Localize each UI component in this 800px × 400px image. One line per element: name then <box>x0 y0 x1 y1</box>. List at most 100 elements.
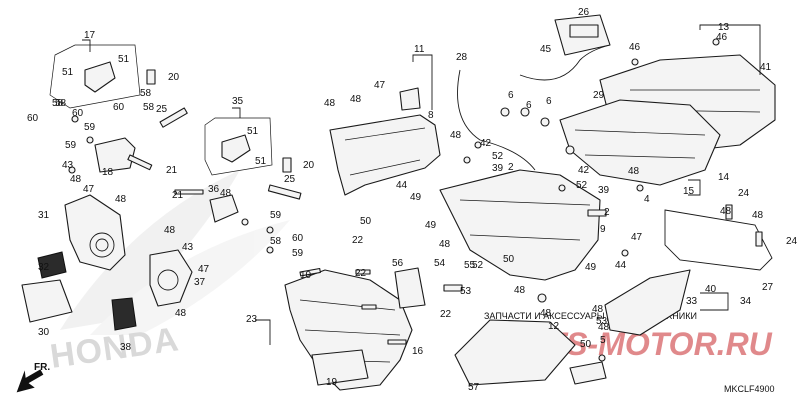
callout-25: 25 <box>156 104 168 115</box>
callout-44: 44 <box>615 260 627 271</box>
callout-48: 48 <box>115 194 127 205</box>
callout-2: 2 <box>604 207 610 218</box>
callout-50: 50 <box>503 254 515 265</box>
callout-48: 48 <box>175 308 187 319</box>
callout-47: 47 <box>374 80 386 91</box>
callout-20: 20 <box>168 72 180 83</box>
callout-53: 53 <box>596 316 608 327</box>
callout-38: 38 <box>120 342 132 353</box>
callout-51: 51 <box>255 156 267 167</box>
callout-47: 47 <box>198 264 210 275</box>
part-12-lower-panel <box>454 319 576 386</box>
callout-6: 6 <box>526 100 532 111</box>
part-36-bracket <box>209 194 239 223</box>
shop-watermark-top: ЗАПЧАСТИ И АКСЕССУАРЫ ДЛЯ МОТОТЕХНИКИ <box>484 311 697 321</box>
callout-19: 19 <box>326 377 338 388</box>
callout-36: 36 <box>208 184 220 195</box>
callout-48: 48 <box>324 98 336 109</box>
callout-48: 48 <box>514 285 526 296</box>
callout-48: 48 <box>450 130 462 141</box>
callout-52: 52 <box>492 151 504 162</box>
part-32-speaker-grille <box>37 251 67 279</box>
callout-42: 42 <box>578 165 590 176</box>
callout-37: 37 <box>194 277 206 288</box>
part-29-wire <box>519 44 611 81</box>
callout-48: 48 <box>220 188 232 199</box>
callout-59: 59 <box>84 122 96 133</box>
callout-21: 21 <box>172 190 184 201</box>
callout-48: 48 <box>628 166 640 177</box>
callout-48: 48 <box>598 322 610 333</box>
part-17-group <box>49 44 156 109</box>
callout-18: 18 <box>102 167 114 178</box>
callout-47: 47 <box>83 184 95 195</box>
callout-46: 46 <box>629 42 641 53</box>
part-30-panel <box>21 279 73 323</box>
callout-14: 14 <box>718 172 730 183</box>
callout-27: 27 <box>762 282 774 293</box>
callout-43: 43 <box>62 160 74 171</box>
part-6-lid-inner <box>559 99 721 186</box>
callout-20: 20 <box>303 160 315 171</box>
callout-53: 53 <box>460 286 472 297</box>
part-10-strip <box>299 267 407 345</box>
callout-52: 52 <box>576 180 588 191</box>
callout-60: 60 <box>72 108 84 119</box>
callout-48: 48 <box>540 308 552 319</box>
part-26-bracket <box>554 14 611 56</box>
fasteners <box>68 38 720 362</box>
callout-10: 10 <box>300 270 312 281</box>
callout-25: 25 <box>284 174 296 185</box>
callout-48: 48 <box>70 174 82 185</box>
callout-48: 48 <box>592 304 604 315</box>
part-33-side-cover <box>604 269 691 336</box>
callout-50: 50 <box>360 216 372 227</box>
callout-59: 59 <box>65 140 77 151</box>
callout-58: 58 <box>55 98 67 109</box>
callout-44: 44 <box>396 180 408 191</box>
callout-35: 35 <box>232 96 244 107</box>
callout-39: 39 <box>598 185 610 196</box>
bolts-left <box>159 107 302 200</box>
part-31-inner-panel <box>64 194 126 271</box>
callout-58: 58 <box>52 98 64 109</box>
callout-51: 51 <box>62 67 74 78</box>
callout-60: 60 <box>292 233 304 244</box>
callout-59: 59 <box>270 210 282 221</box>
front-direction-label: FR. <box>34 362 50 373</box>
callout-24: 24 <box>738 188 750 199</box>
part-18-bracket <box>94 137 153 173</box>
callout-32: 32 <box>38 262 50 273</box>
callout-49: 49 <box>425 220 437 231</box>
callout-55: 55 <box>464 260 476 271</box>
callout-49: 49 <box>585 262 597 273</box>
callout-45: 45 <box>540 44 552 55</box>
callout-39: 39 <box>492 163 504 174</box>
callout-6: 6 <box>546 96 552 107</box>
part-37-inner-panel <box>149 249 193 307</box>
part-8-inner-cover <box>329 87 441 196</box>
callout-52: 52 <box>472 260 484 271</box>
callout-23: 23 <box>246 314 258 325</box>
callout-59: 59 <box>292 248 304 259</box>
callout-34: 34 <box>740 296 752 307</box>
callout-4: 4 <box>644 194 650 205</box>
front-direction-arrow: FR. <box>16 362 50 393</box>
callout-31: 31 <box>38 210 50 221</box>
callout-50: 50 <box>580 339 592 350</box>
callout-40: 40 <box>705 284 717 295</box>
part-28-cable <box>457 69 536 171</box>
callout-26: 26 <box>578 7 590 18</box>
part-57-latch <box>569 361 607 385</box>
part-9-trunk-shell <box>439 169 607 281</box>
part-35-group <box>204 117 292 176</box>
callout-29: 29 <box>593 90 605 101</box>
callout-2: 2 <box>508 162 514 173</box>
callout-48: 48 <box>752 210 764 221</box>
callout-48: 48 <box>720 206 732 217</box>
part-23-frame <box>284 269 413 391</box>
callout-12: 12 <box>548 321 560 332</box>
callout-60: 60 <box>27 113 39 124</box>
